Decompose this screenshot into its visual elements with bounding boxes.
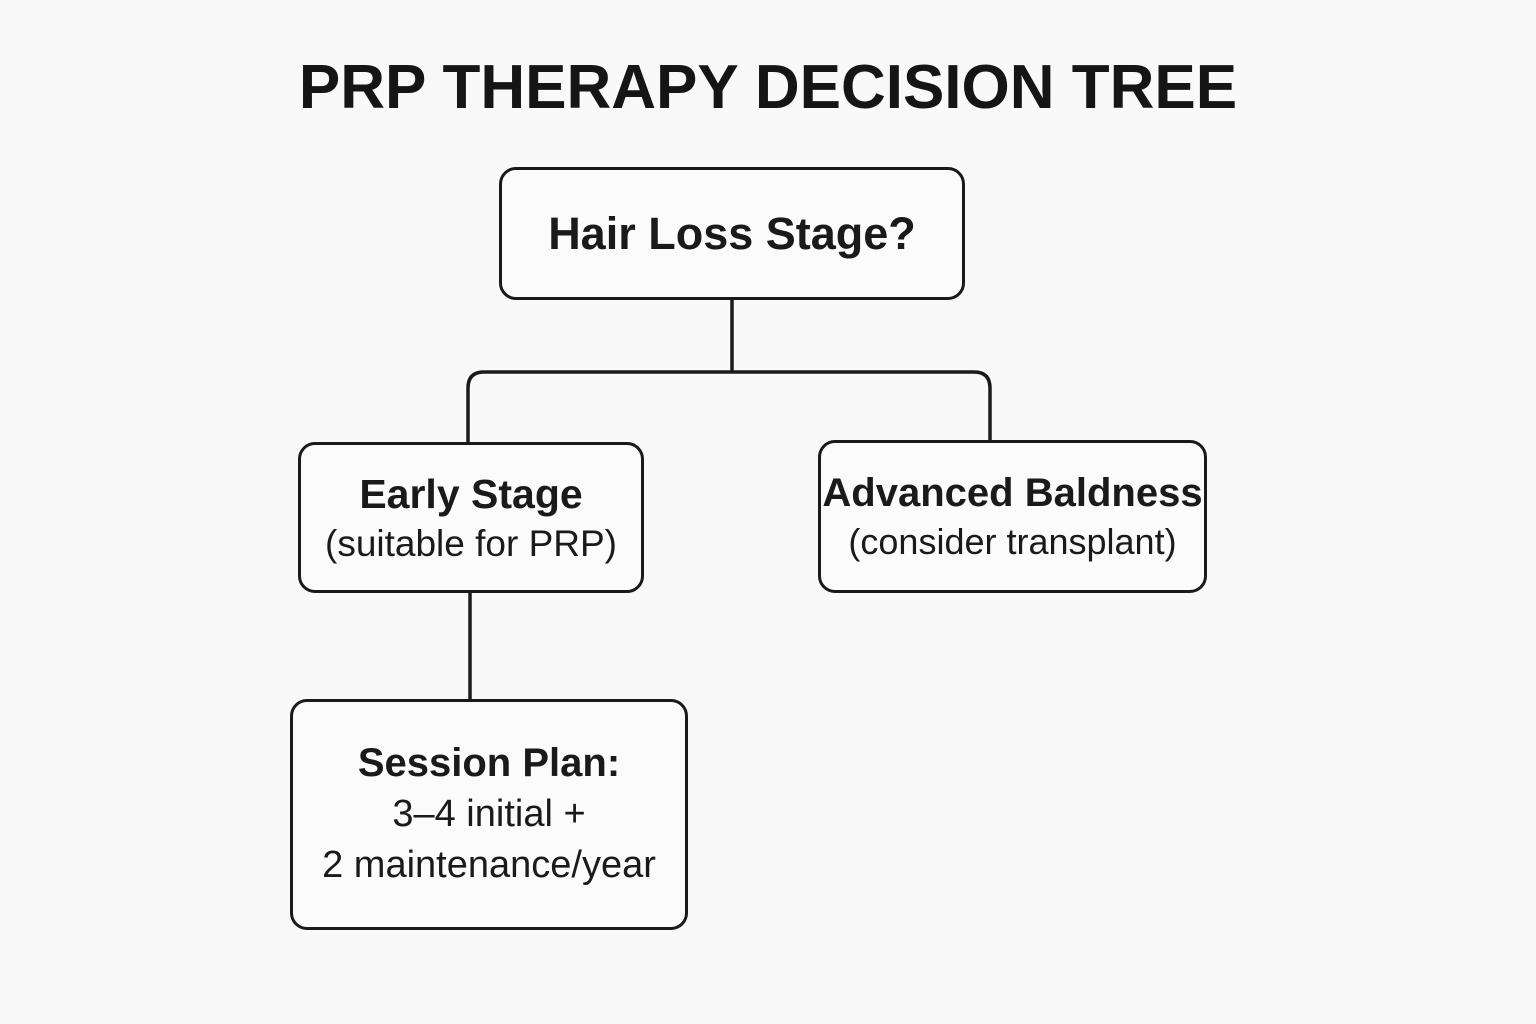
- node-hair-loss-stage: Hair Loss Stage?: [499, 167, 965, 300]
- node-hair-loss-stage-label: Hair Loss Stage?: [548, 207, 916, 259]
- node-early-stage: Early Stage (suitable for PRP): [298, 442, 644, 593]
- node-early-stage-label: Early Stage: [359, 470, 583, 517]
- node-advanced-baldness-label: Advanced Baldness: [822, 470, 1203, 515]
- node-early-stage-sublabel: (suitable for PRP): [325, 523, 617, 565]
- node-session-plan-label: Session Plan:: [357, 740, 621, 785]
- edge-root-branches: [466, 370, 992, 442]
- node-session-plan-line-1: 3–4 initial +: [392, 792, 586, 835]
- node-session-plan-line-2: 2 maintenance/year: [322, 844, 656, 887]
- node-advanced-baldness: Advanced Baldness (consider transplant): [818, 440, 1207, 593]
- diagram-title: PRP THERAPY DECISION TREE: [298, 53, 1238, 122]
- node-session-plan: Session Plan: 3–4 initial + 2 maintenanc…: [290, 699, 688, 930]
- node-advanced-baldness-sublabel: (consider transplant): [848, 521, 1177, 563]
